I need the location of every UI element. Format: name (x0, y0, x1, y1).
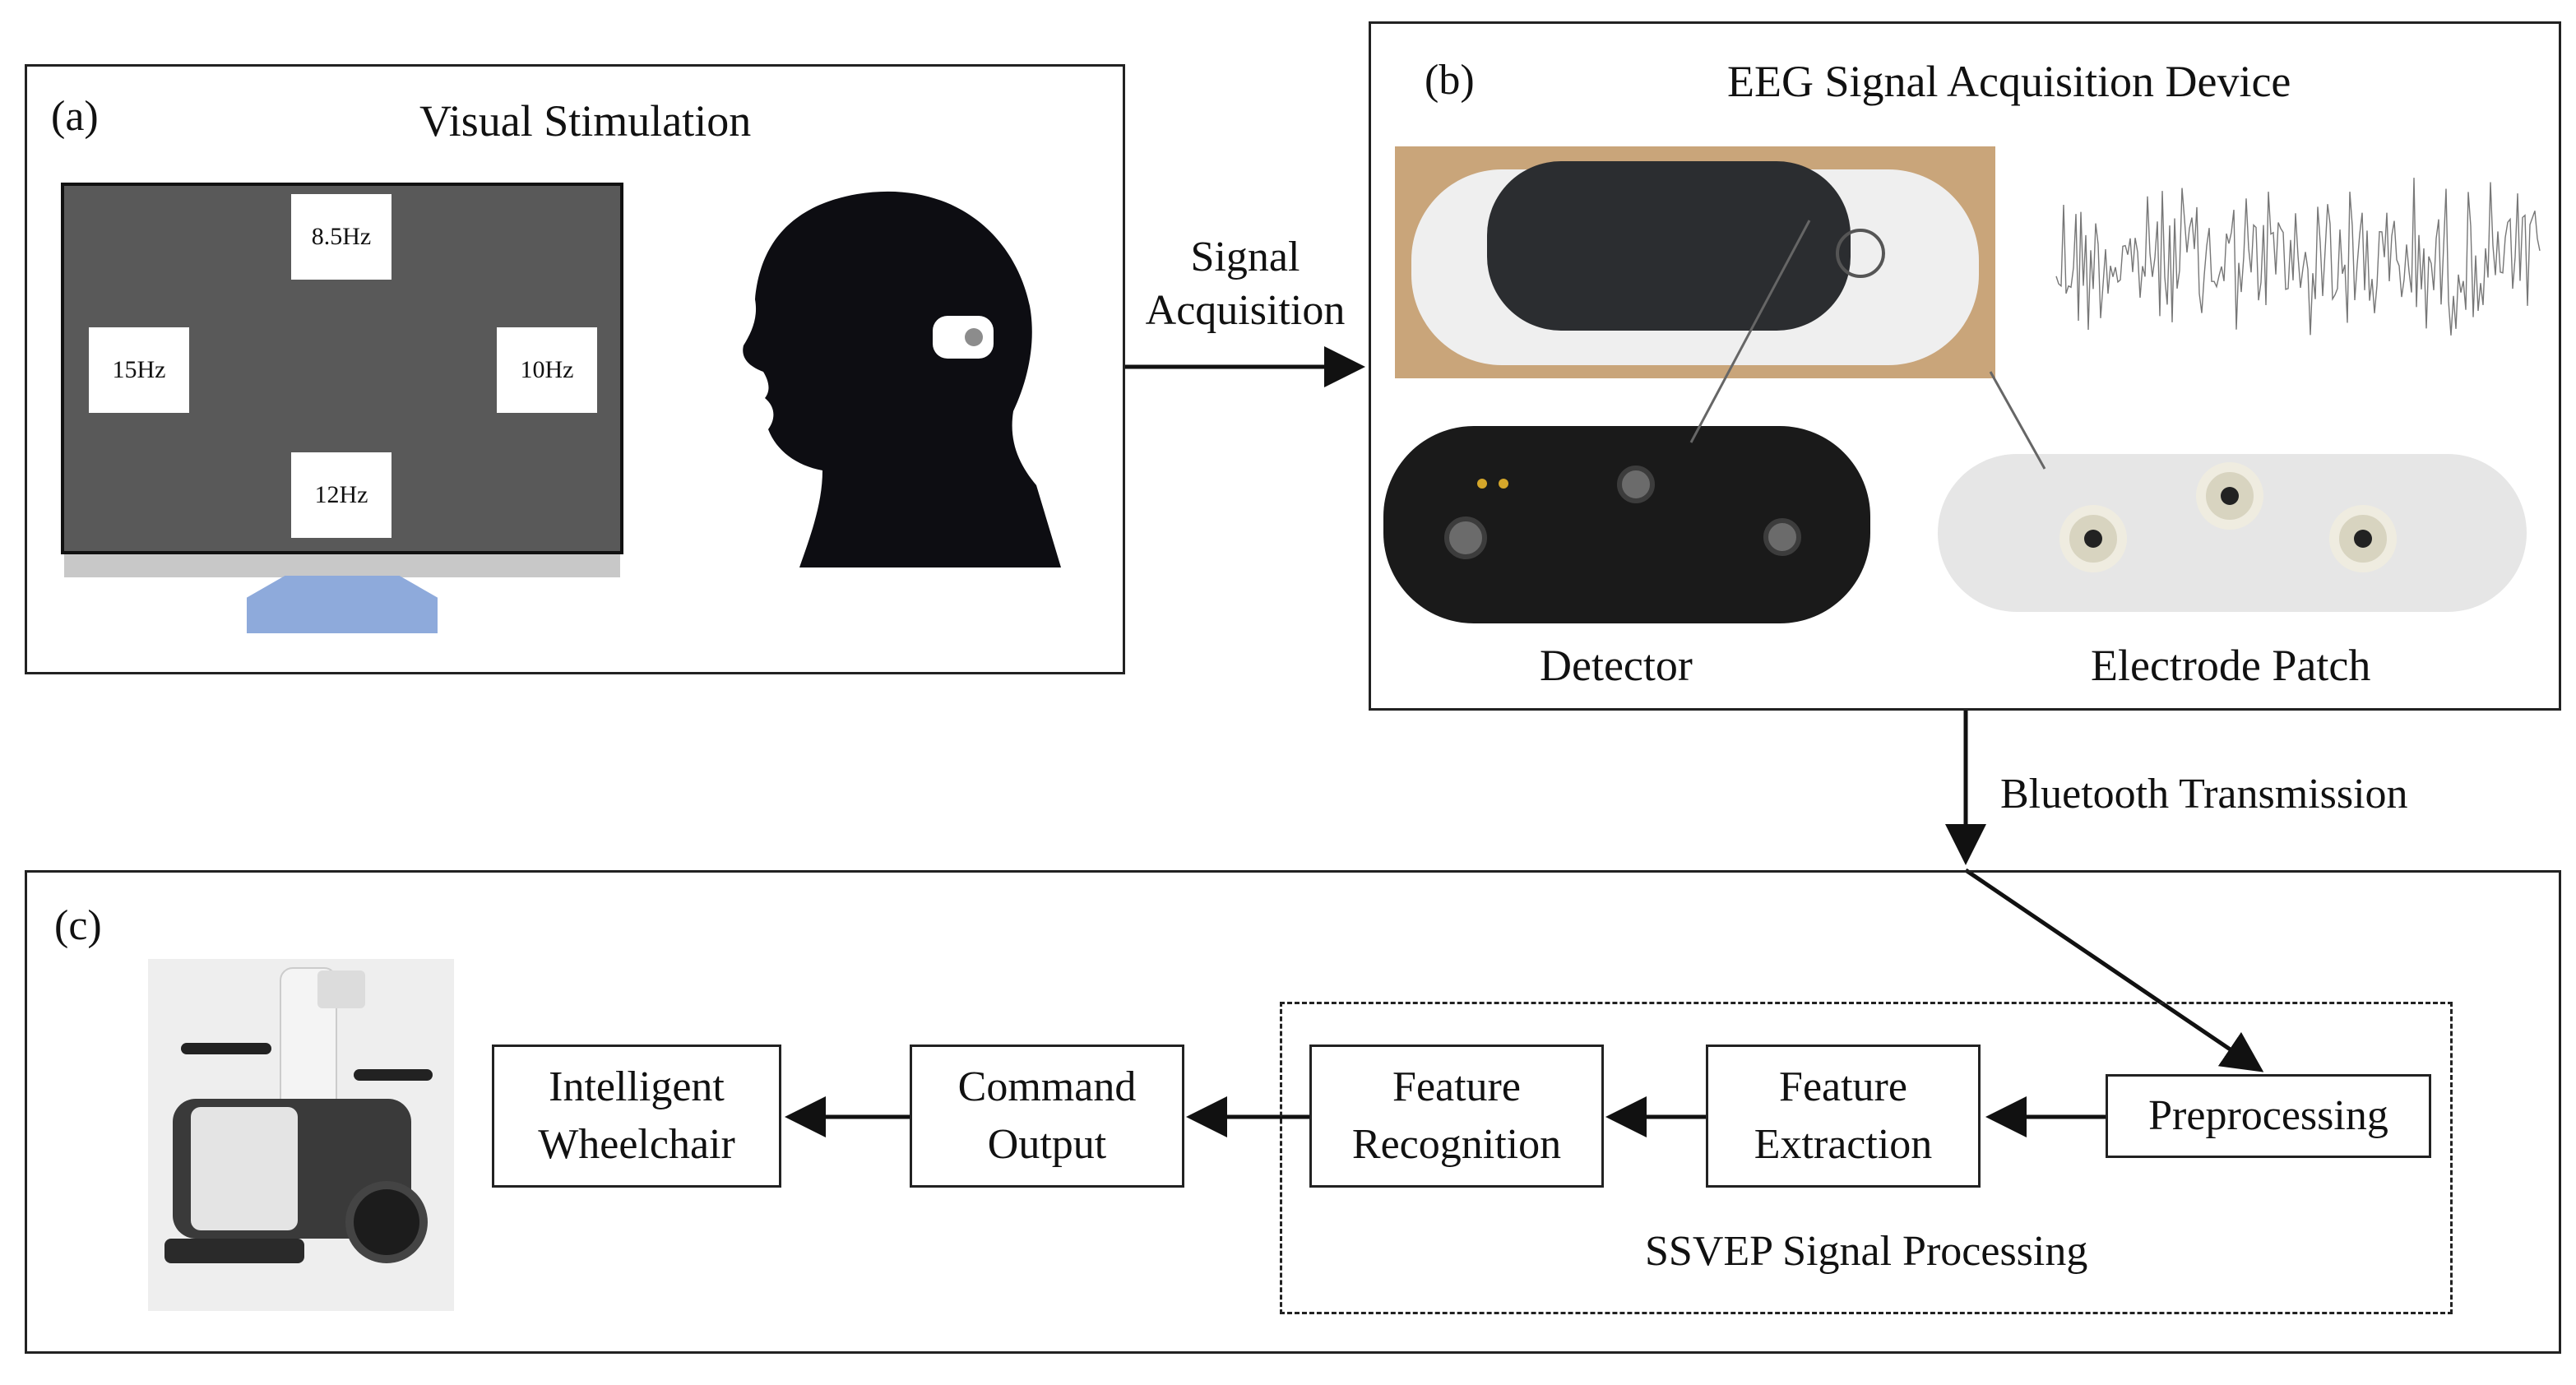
detector-pin-icon (1499, 479, 1508, 489)
intelligent-wheelchair-box: Intelligent Wheelchair (492, 1045, 781, 1188)
stimulus-top: 8.5Hz (291, 194, 391, 280)
command-output-box: Command Output (910, 1045, 1184, 1188)
electrode-center-icon (2221, 487, 2239, 505)
command-output-line2: Output (987, 1121, 1107, 1168)
detector-snap-icon (1763, 518, 1801, 556)
device-photo-detector (1487, 161, 1851, 331)
detector-label: Detector (1540, 641, 1693, 690)
monitor-base-shadow (64, 553, 620, 577)
feature-recognition-box: Feature Recognition (1309, 1045, 1604, 1188)
panel-c-label: (c) (54, 902, 102, 949)
stimulus-right: 10Hz (497, 327, 597, 413)
monitor-stand (247, 576, 438, 633)
panel-a-title: Visual Stimulation (419, 96, 752, 146)
feature-extraction-line1: Feature (1779, 1063, 1907, 1110)
feature-extraction-box: Feature Extraction (1706, 1045, 1981, 1188)
bluetooth-transmission-label: Bluetooth Transmission (2000, 771, 2408, 818)
wheelchair-wheel-icon (345, 1181, 428, 1263)
feature-recognition-line1: Feature (1392, 1063, 1521, 1110)
stimulus-bottom: 12Hz (291, 452, 391, 538)
signal-acquisition-line1: Signal (1190, 234, 1300, 280)
electrode-center-icon (2354, 530, 2372, 548)
preprocessing-box: Preprocessing (2106, 1074, 2431, 1158)
signal-acquisition-line2: Acquisition (1145, 287, 1346, 334)
feature-recognition-line2: Recognition (1351, 1121, 1562, 1168)
command-output-line1: Command (957, 1063, 1137, 1110)
wheelchair-handle-left (181, 1043, 271, 1054)
panel-b-label: (b) (1425, 57, 1475, 104)
detector-snap-icon (1617, 466, 1655, 503)
detector-pin-icon (1477, 479, 1487, 489)
ssvep-processing-group (1280, 1002, 2453, 1314)
wheelchair-handle-right (354, 1069, 433, 1081)
panel-c (25, 870, 2561, 1354)
panel-b-title: EEG Signal Acquisition Device (1727, 57, 2291, 106)
stimulus-left: 15Hz (89, 327, 189, 413)
feature-extraction-line2: Extraction (1754, 1121, 1933, 1168)
ssvep-processing-label: SSVEP Signal Processing (1645, 1228, 2088, 1275)
wheelchair-footrest (164, 1239, 304, 1263)
detector-snap-icon (1444, 516, 1487, 559)
device-photo-button-icon (1836, 229, 1885, 278)
electrode-patch-label: Electrode Patch (2091, 641, 2371, 690)
intelligent-wheelchair-line2: Wheelchair (538, 1121, 735, 1168)
wheelchair-image (148, 959, 454, 1311)
wheelchair-headrest (317, 970, 365, 1008)
signal-acquisition-label: Signal Acquisition (1125, 230, 1365, 337)
electrode-center-icon (2084, 530, 2102, 548)
wheelchair-seat (191, 1107, 298, 1230)
intelligent-wheelchair-line1: Intelligent (549, 1063, 725, 1110)
panel-a-label: (a) (51, 93, 99, 140)
